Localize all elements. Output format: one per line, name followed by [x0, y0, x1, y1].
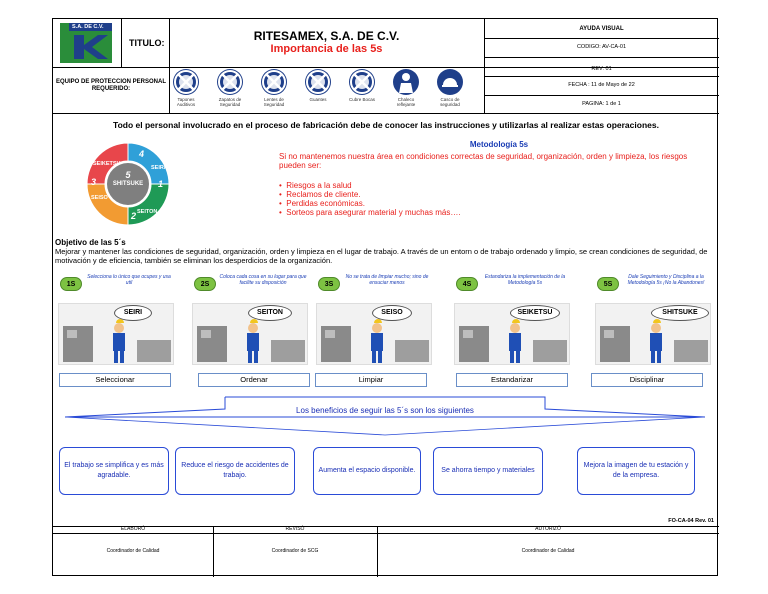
speech-bubble: SEITON: [248, 305, 292, 321]
step-number-badge: 2S: [194, 277, 216, 291]
mask-icon: [349, 69, 375, 95]
elaboro-name: Coordinador de Calidad: [106, 548, 160, 554]
benefit-card: Reduce el riesgo de accidentes de trabaj…: [175, 447, 295, 495]
speech-bubble: SEIRI: [114, 305, 152, 321]
ppe-item-label: Cubre Bocas: [348, 97, 375, 102]
metodologia-title: Metodología 5s: [469, 140, 529, 149]
step-number-badge: 3S: [318, 277, 340, 291]
step-number-badge: 4S: [456, 277, 478, 291]
ppe-item-label: Zapatos de Seguridad: [218, 97, 242, 107]
metodologia-text: Si no mantenemos nuestra área en condici…: [279, 152, 688, 170]
objetivo-text: Mejorar y mantener las condiciones de se…: [55, 247, 708, 265]
step-label: Ordenar: [198, 373, 310, 387]
objetivo-title: Objetivo de las 5´s: [55, 238, 126, 247]
cycle-center-label: SHITSUKE: [112, 181, 144, 187]
codigo: CODIGO: AV-CA-01: [576, 44, 627, 50]
autorizo-name: Coordinador de Calidad: [521, 548, 575, 554]
step-label: Limpiar: [315, 373, 427, 387]
company-name: RITESAMEX, S.A. DE C.V.: [253, 29, 400, 43]
titulo-label: TITULO:: [129, 38, 165, 48]
step-instruction: Dale Seguimiento y Disciplina a la Metod…: [627, 274, 705, 286]
step-number-badge: 5S: [597, 277, 619, 291]
fecha: FECHA : 11 de Mayo de 22: [568, 82, 635, 88]
autorizo-label: AUTORIZÓ: [535, 526, 561, 532]
ayuda-visual: AYUDA VISUAL: [579, 26, 624, 32]
goggles-icon: [261, 69, 287, 95]
speech-bubble: SEISO: [372, 305, 412, 321]
cycle-item-3-number: 3: [91, 177, 97, 187]
risk-item: • Perdidas económicas.: [279, 199, 365, 208]
cycle-item-2-number: 2: [131, 211, 137, 221]
logo-text: S.A. DE C.V.: [72, 24, 104, 30]
speech-bubble: SEIKETSU: [510, 305, 560, 321]
cycle-center-number: 5: [125, 170, 131, 180]
pagina: PAGINA: 1 de 1: [582, 101, 621, 107]
cycle-item-2-label: SEITON: [137, 209, 158, 215]
risk-list: • Riesgos a la salud • Reclamos de clien…: [279, 181, 679, 217]
divider: [484, 19, 485, 113]
reviso-name: Coordinador de SCG: [271, 548, 319, 554]
step-instruction: Estandariza la implementación de la Meto…: [484, 274, 566, 286]
benefits-bracket: [64, 395, 706, 445]
ppe-item-label: Guantes: [309, 97, 327, 102]
benefit-card: El trabajo se simplifica y es más agrada…: [59, 447, 169, 495]
revision: REV: 01: [591, 66, 612, 72]
reviso-label: REVISÓ: [285, 526, 305, 532]
cycle-item-4-label: SEIKETSU: [93, 161, 121, 167]
cycle-item-3-label: SEISO: [91, 195, 108, 201]
boot-icon: [217, 69, 243, 95]
document-sheet: S.A. DE C.V. TITULO: RITESAMEX, S.A. DE …: [52, 18, 719, 577]
company-logo: S.A. DE C.V.: [60, 23, 112, 63]
step-label: Disciplinar: [591, 373, 703, 387]
document-title: Importancia de las 5s: [270, 43, 383, 55]
ppe-item-label: Chaleco reflejante: [396, 97, 416, 107]
step-label: Seleccionar: [59, 373, 171, 387]
elaboro-label: ELABORÓ: [120, 526, 146, 532]
divider: [53, 67, 719, 68]
benefit-card: Mejora la imagen de tu estación y de la …: [577, 447, 695, 495]
form-code: FO-CA-04 Rev. 01: [668, 518, 714, 524]
step-instruction: Coloca cada cosa en su lugar para que fa…: [219, 274, 307, 286]
ppe-item-label: Casco de seguridad: [440, 97, 460, 107]
risk-item: • Sorteos para asegurar material y mucha…: [279, 208, 461, 217]
speech-bubble: SHITSUKE: [651, 305, 709, 321]
benefit-card: Aumenta el espacio disponible.: [313, 447, 421, 495]
helmet-icon: [437, 69, 463, 95]
benefits-title: Los beneficios de seguir las 5´s son los…: [296, 406, 474, 415]
divider: [53, 113, 719, 114]
benefit-card: Se ahorra tiempo y materiales: [433, 447, 543, 495]
step-number-badge: 1S: [60, 277, 82, 291]
cycle-item-1-label: SEIRI: [151, 165, 166, 171]
worker-illustration: [316, 303, 432, 365]
step-label: Estandarizar: [456, 373, 568, 387]
cycle-item-4-number: 4: [139, 149, 145, 159]
ppe-item-label: Lentes de Seguridad: [263, 97, 285, 107]
vest-icon: [393, 69, 419, 95]
ppe-label: EQUIPO DE PROTECCION PERSONAL REQUERIDO:: [55, 79, 166, 92]
cycle-item-1-number: 1: [158, 179, 164, 189]
ear-icon: [173, 69, 199, 95]
divider: [169, 19, 170, 67]
risk-item: • Reclamos de cliente.: [279, 190, 361, 199]
glove-icon: [305, 69, 331, 95]
step-instruction: No se trata de limpiar mucho; sino de en…: [345, 274, 429, 286]
step-instruction: Selecciona lo único que ocupes y usa uti…: [87, 274, 171, 286]
ppe-item-label: Tapones Auditivos: [176, 97, 196, 107]
five-s-cycle-diagram: 5 SHITSUKE SEIKETSU 4 SEIRI 1 SEITON 2 S…: [81, 137, 175, 231]
risk-item: • Riesgos a la salud: [279, 181, 352, 190]
intro-text: Todo el personal involucrado en el proce…: [113, 120, 659, 130]
